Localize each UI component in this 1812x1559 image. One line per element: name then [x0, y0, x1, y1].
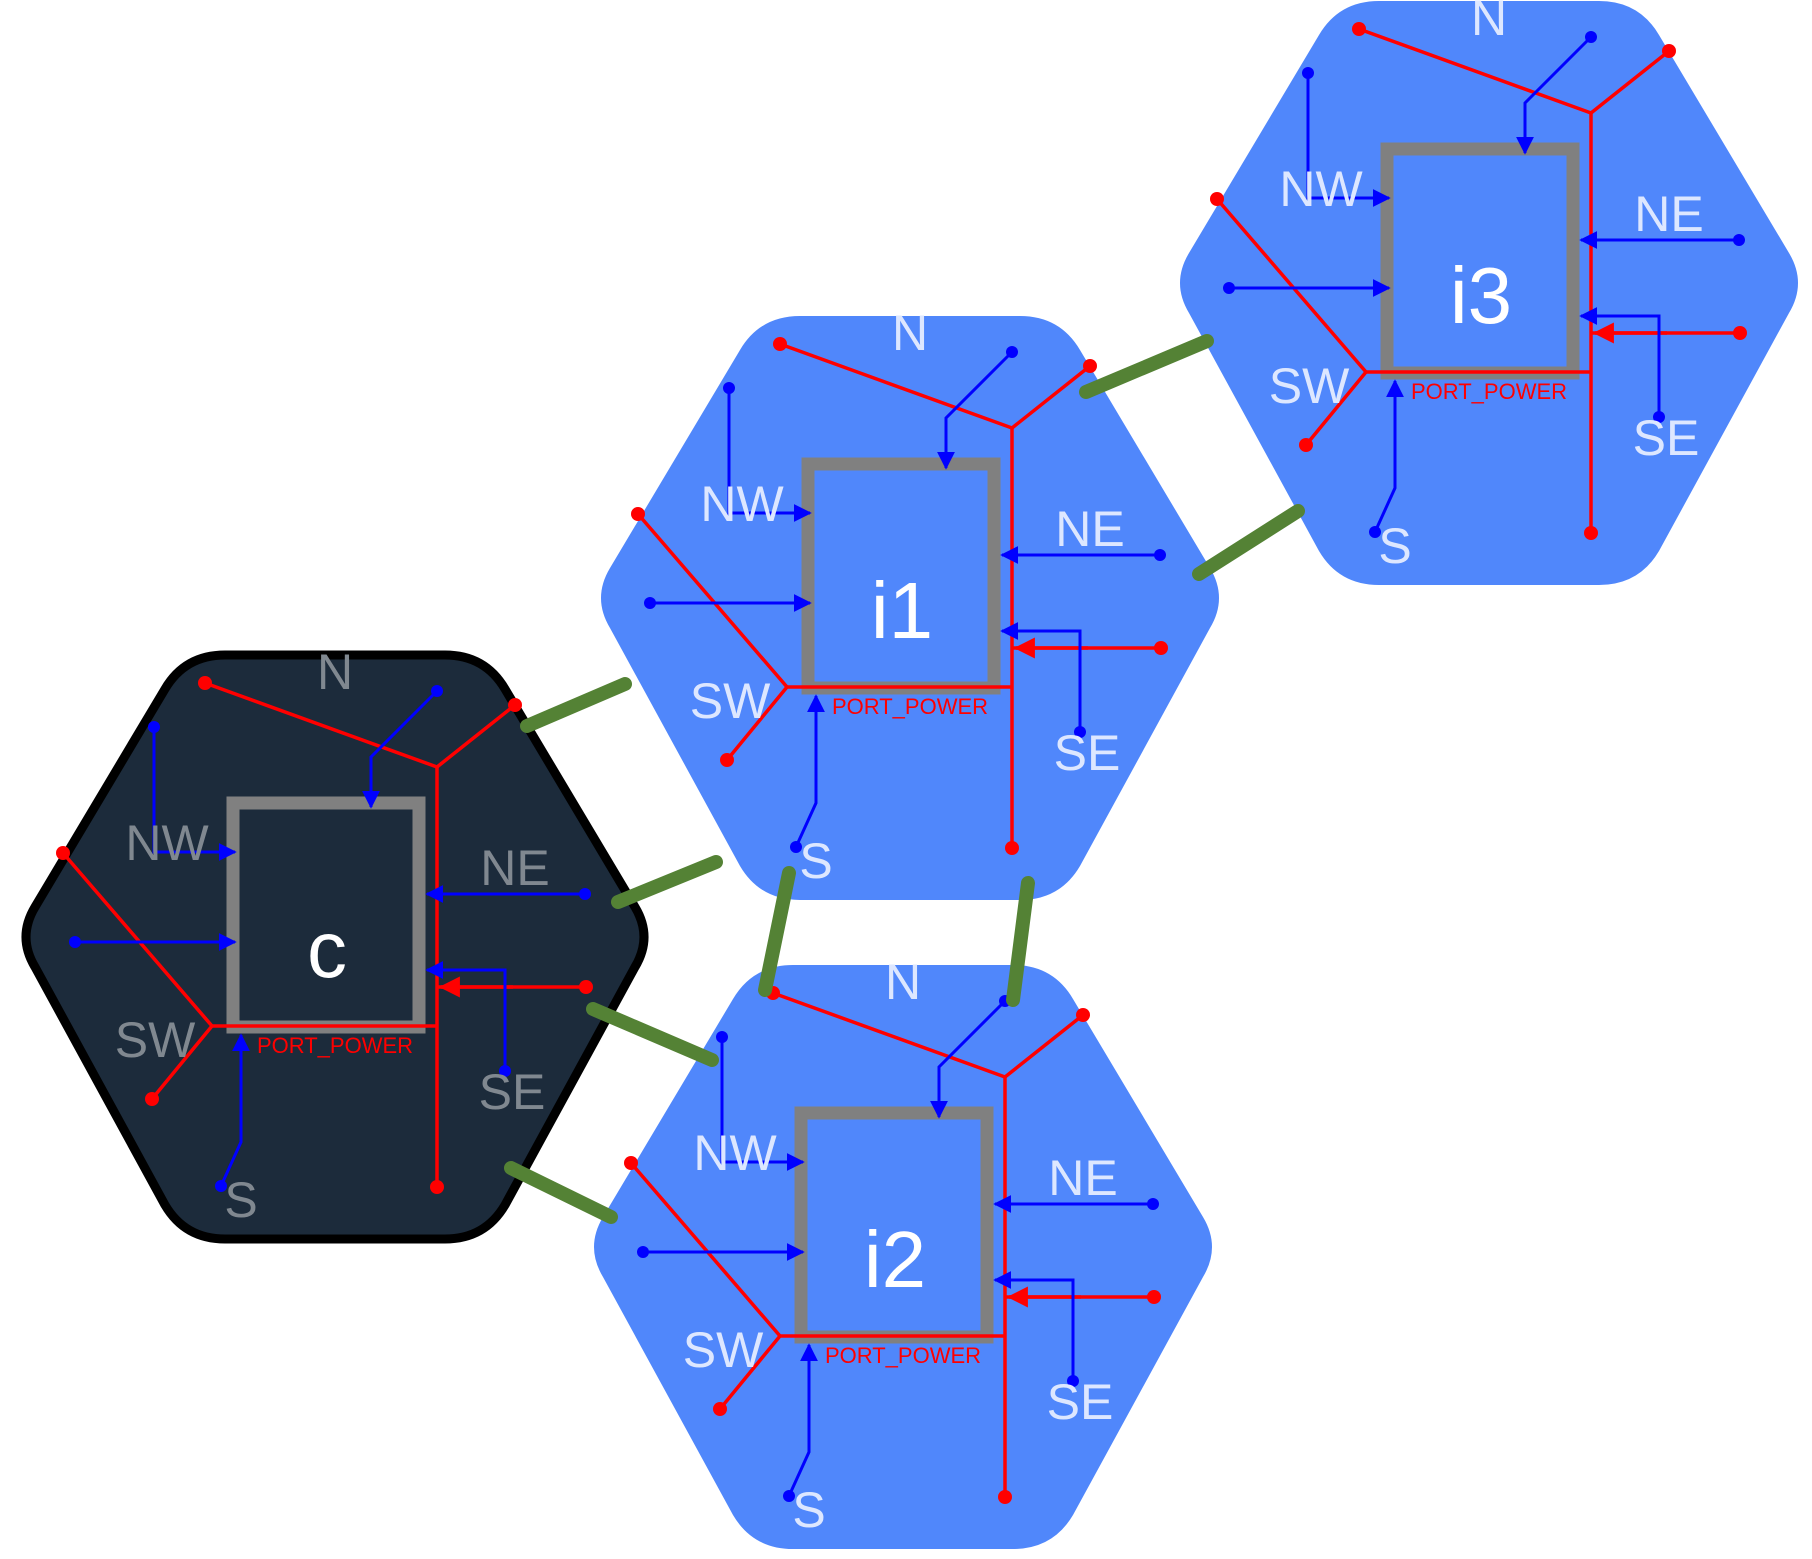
- component-label: c: [307, 905, 347, 994]
- port-label-se: SE: [1054, 725, 1121, 781]
- hexagon-body: [1180, 1, 1798, 585]
- link-c-i2: [504, 1161, 618, 1224]
- port-label-sw: SW: [115, 1012, 196, 1068]
- port-label-ne: NE: [1055, 501, 1124, 557]
- tile-links: [504, 334, 1305, 1224]
- port-label-nw: NW: [125, 815, 209, 871]
- hexagon-body: [601, 316, 1219, 900]
- port-label-s: S: [224, 1172, 257, 1228]
- port-label-s: S: [799, 833, 832, 889]
- port-label-ne: NE: [480, 840, 549, 896]
- port-label-se: SE: [1047, 1374, 1114, 1430]
- port-label-se: SE: [1633, 410, 1700, 466]
- hexagon-body: [594, 965, 1212, 1549]
- port-label-n: N: [1471, 0, 1507, 46]
- port-label-ne: NE: [1048, 1150, 1117, 1206]
- port-label-s: S: [792, 1482, 825, 1538]
- port-power-label: PORT_POWER: [832, 694, 988, 719]
- link-i1-i2: [758, 866, 796, 997]
- link-i1-i3: [1192, 504, 1305, 581]
- port-power-label: PORT_POWER: [825, 1343, 981, 1368]
- port-label-sw: SW: [690, 673, 771, 729]
- component-label: i2: [864, 1215, 926, 1304]
- component-label: i1: [871, 566, 933, 655]
- port-label-n: N: [885, 954, 921, 1010]
- port-label-nw: NW: [700, 476, 784, 532]
- port-power-label: PORT_POWER: [1411, 379, 1567, 404]
- port-power-label: PORT_POWER: [257, 1033, 413, 1058]
- link-i1-i3: [1079, 334, 1214, 399]
- port-label-sw: SW: [683, 1322, 764, 1378]
- port-label-n: N: [892, 305, 928, 361]
- port-label-nw: NW: [1279, 161, 1363, 217]
- hexagon-body: [21, 650, 649, 1244]
- port-label-s: S: [1378, 518, 1411, 574]
- link-c-i1: [520, 677, 632, 733]
- port-label-ne: NE: [1634, 186, 1703, 242]
- port-label-nw: NW: [693, 1125, 777, 1181]
- link-c-i1: [611, 855, 723, 909]
- port-label-se: SE: [479, 1064, 546, 1120]
- port-label-sw: SW: [1269, 358, 1350, 414]
- component-label: i3: [1450, 251, 1512, 340]
- port-label-n: N: [317, 644, 353, 700]
- link-c-i2: [586, 1002, 719, 1067]
- link-i1-i2: [1006, 876, 1035, 1007]
